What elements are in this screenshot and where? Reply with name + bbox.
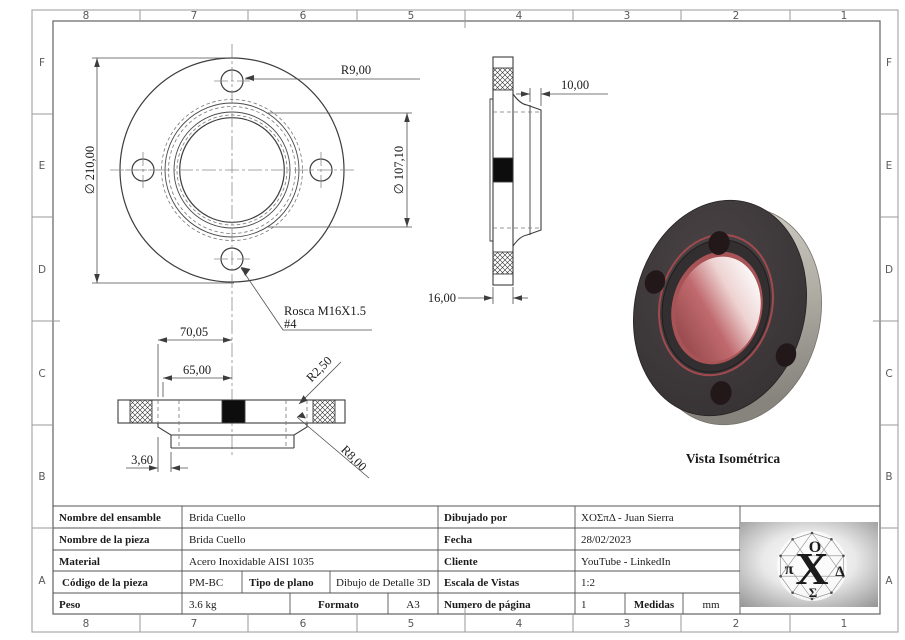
- tb-value: Dibujo de Detalle 3D: [336, 577, 430, 589]
- tb-label: Código de la pieza: [62, 577, 148, 589]
- dim-thickness: 16,00: [428, 291, 456, 305]
- tb-label: Formato: [318, 599, 359, 611]
- zone-row-right: E: [886, 160, 893, 172]
- zone-row-left: F: [39, 57, 45, 69]
- zone-col-bottom: 7: [191, 618, 198, 630]
- dim-bore-diameter: ∅ 107,10: [392, 146, 406, 194]
- zone-row-right: F: [886, 57, 892, 69]
- zone-col-top: 5: [408, 10, 415, 22]
- tb-label: Escala de Vistas: [444, 577, 520, 589]
- zone-row-right: C: [885, 368, 892, 380]
- zone-col-bottom: 6: [300, 618, 307, 630]
- zone-row-right: B: [885, 471, 892, 483]
- zone-col-top: 1: [841, 10, 848, 22]
- tb-value: 28/02/2023: [581, 534, 632, 546]
- sheet-frame: [31, 9, 899, 633]
- tb-label: Numero de página: [444, 599, 531, 611]
- dim-width-outer: 70,05: [180, 325, 208, 339]
- zone-col-bottom: 1: [841, 618, 848, 630]
- tb-label: Medidas: [634, 599, 675, 611]
- zone-row-left: C: [38, 368, 45, 380]
- zone-col-bottom: 3: [624, 618, 631, 630]
- zone-col-top: 6: [300, 10, 307, 22]
- section-view-dimensions: [126, 337, 370, 479]
- dim-step: 3,60: [131, 453, 153, 467]
- tb-label: Peso: [59, 599, 81, 611]
- tb-label: Tipo de plano: [249, 577, 314, 589]
- tb-value: ΧΟΣπΔ - Juan Sierra: [581, 512, 674, 524]
- tb-label: Cliente: [444, 556, 478, 568]
- company-logo: Χ Ο π Δ Σ: [740, 522, 878, 607]
- tb-value: Brida Cuello: [189, 512, 246, 524]
- zone-row-left: A: [38, 575, 46, 587]
- zone-col-top: 4: [516, 10, 523, 22]
- tb-value: YouTube - LinkedIn: [581, 556, 671, 568]
- logo-letter-o: Ο: [809, 539, 821, 556]
- side-view: [489, 56, 542, 286]
- tb-label: Dibujado por: [444, 512, 507, 524]
- tb-value: 3.6 kg: [189, 599, 217, 611]
- dim-outer-diameter: ∅ 210,00: [83, 146, 97, 194]
- tb-value: A3: [406, 599, 420, 611]
- tb-label: Nombre del ensamble: [59, 512, 161, 524]
- tb-value: Acero Inoxidable AISI 1035: [189, 556, 314, 568]
- zone-col-top: 8: [83, 10, 90, 22]
- dim-fillet-large: R8,00: [338, 443, 369, 474]
- tb-value: 1: [581, 599, 587, 611]
- logo-dots: [779, 531, 845, 601]
- zone-col-top: 2: [733, 10, 740, 22]
- logo-letter-chi: Χ: [795, 543, 828, 594]
- zone-row-left: E: [39, 160, 46, 172]
- bolt-holes: [644, 231, 797, 405]
- zone-row-right: A: [885, 575, 893, 587]
- section-view: [117, 399, 346, 449]
- logo-letter-delta: Δ: [835, 564, 845, 580]
- centerlines: [110, 44, 356, 458]
- front-view-dimensions: [92, 57, 420, 331]
- dim-hub-length: 10,00: [561, 78, 589, 92]
- logo-letter-pi: π: [785, 561, 794, 578]
- iso-caption: Vista Isométrica: [686, 451, 781, 466]
- dim-hole-radius: R9,00: [341, 63, 371, 77]
- zone-col-bottom: 4: [516, 618, 523, 630]
- zone-col-bottom: 8: [83, 618, 90, 630]
- dim-fillet-small: R2,50: [304, 354, 335, 385]
- tb-value: mm: [702, 599, 720, 611]
- tb-label: Fecha: [444, 534, 473, 546]
- title-block: [53, 505, 880, 614]
- tb-label: Material: [59, 556, 100, 568]
- isometric-view: [633, 199, 822, 426]
- zone-col-bottom: 5: [408, 618, 415, 630]
- zone-col-bottom: 2: [733, 618, 740, 630]
- side-view-dimensions: [458, 88, 608, 304]
- thread-note-line1: Rosca M16X1.5: [284, 304, 366, 318]
- tb-value: Brida Cuello: [189, 534, 246, 546]
- zone-col-top: 7: [191, 10, 198, 22]
- tb-label: Nombre de la pieza: [59, 534, 150, 546]
- zone-row-left: D: [38, 264, 46, 276]
- zone-row-left: B: [38, 471, 45, 483]
- tb-value: 1:2: [581, 577, 595, 589]
- tb-value: PM-BC: [189, 577, 223, 589]
- zone-row-right: D: [885, 264, 893, 276]
- logo-letter-sigma: Σ: [809, 585, 818, 600]
- title-block-text: Nombre del ensamble Brida Cuello Nombre …: [59, 512, 720, 611]
- front-view: [110, 44, 356, 458]
- thread-note-line2: #4: [284, 317, 297, 331]
- zone-labels: 8 7 6 5 4 3 2 1 8 7 6 5 4 3 2 1 F E D C …: [38, 10, 893, 630]
- zone-col-top: 3: [624, 10, 631, 22]
- dim-width-inner: 65,00: [183, 363, 211, 377]
